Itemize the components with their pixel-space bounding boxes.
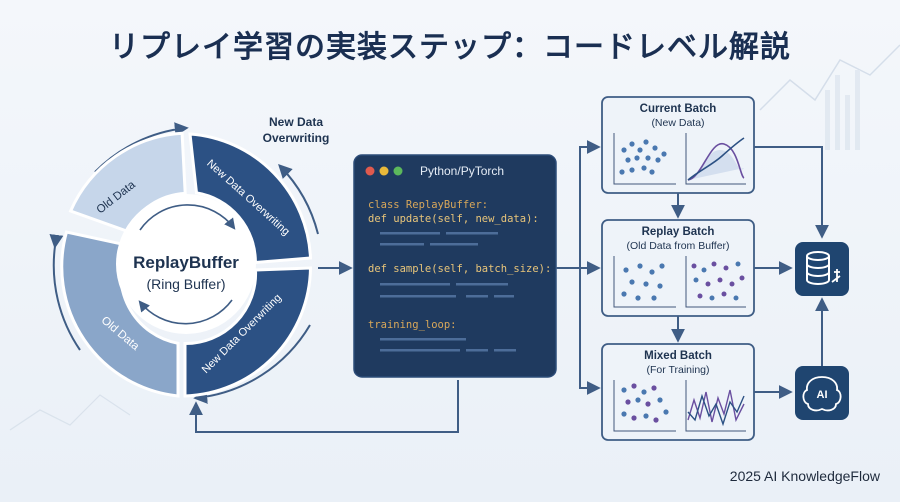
replay-batch-scatter-left	[621, 263, 665, 301]
mixed-batch-subtitle: (For Training)	[646, 364, 709, 376]
buffer-subtitle: (Ring Buffer)	[146, 276, 225, 292]
ai-icon-label: AI	[817, 389, 828, 401]
mixed-batch-box: Mixed Batch (For Training)	[601, 343, 755, 441]
replay-batch-subtitle: (Old Data from Buffer)	[626, 240, 729, 252]
buffer-name: ReplayBuffer	[133, 253, 239, 272]
code-language: Python/PyTorch	[420, 164, 504, 178]
new-data-note-line1: New Data	[269, 115, 323, 129]
ring-center	[116, 194, 256, 334]
segment-old-bottom	[60, 230, 180, 398]
segment-new-top	[188, 132, 313, 265]
background-decoration	[9, 44, 900, 431]
mixed-batch-title: Mixed Batch	[644, 350, 712, 362]
replay-batch-scatter-right	[691, 261, 745, 301]
code-line-1: class ReplayBuffer:	[368, 199, 488, 211]
code-panel: Python/PyTorch class ReplayBuffer: def u…	[353, 154, 557, 378]
arrow-current-to-db	[754, 146, 829, 239]
database-update-icon	[795, 242, 849, 296]
page-title: リプレイ学習の実装ステップ：コードレベル解説	[109, 30, 791, 65]
arrow-code-loop-back	[189, 380, 459, 433]
ring-buffer: ReplayBuffer (Ring Buffer) Old Data New …	[49, 115, 330, 404]
window-minimize-dot	[379, 166, 389, 176]
window-close-dot	[365, 166, 375, 176]
current-batch-title: Current Batch	[640, 103, 717, 115]
mixed-batch-scatter	[621, 383, 669, 423]
credit-text: 2025 AI KnowledgeFlow	[729, 468, 880, 484]
code-line-2: def update(self, new_data):	[368, 213, 539, 225]
replay-batch-box: Replay Batch (Old Data from Buffer)	[601, 219, 755, 317]
current-batch-box: Current Batch (New Data)	[601, 96, 755, 194]
replay-batch-title: Replay Batch	[642, 226, 715, 238]
code-line-3: def sample(self, batch_size):	[368, 263, 551, 275]
code-to-batch-arrows	[556, 140, 601, 395]
ai-brain-icon: AI	[795, 366, 849, 420]
new-data-note-line2: Overwriting	[263, 131, 330, 145]
current-batch-scatter	[619, 139, 667, 175]
current-batch-subtitle: (New Data)	[651, 117, 704, 129]
code-line-4: training_loop:	[368, 319, 457, 331]
outer-arrow-top-right	[278, 163, 319, 235]
segment-new-bottom	[183, 266, 313, 398]
window-maximize-dot	[393, 166, 403, 176]
